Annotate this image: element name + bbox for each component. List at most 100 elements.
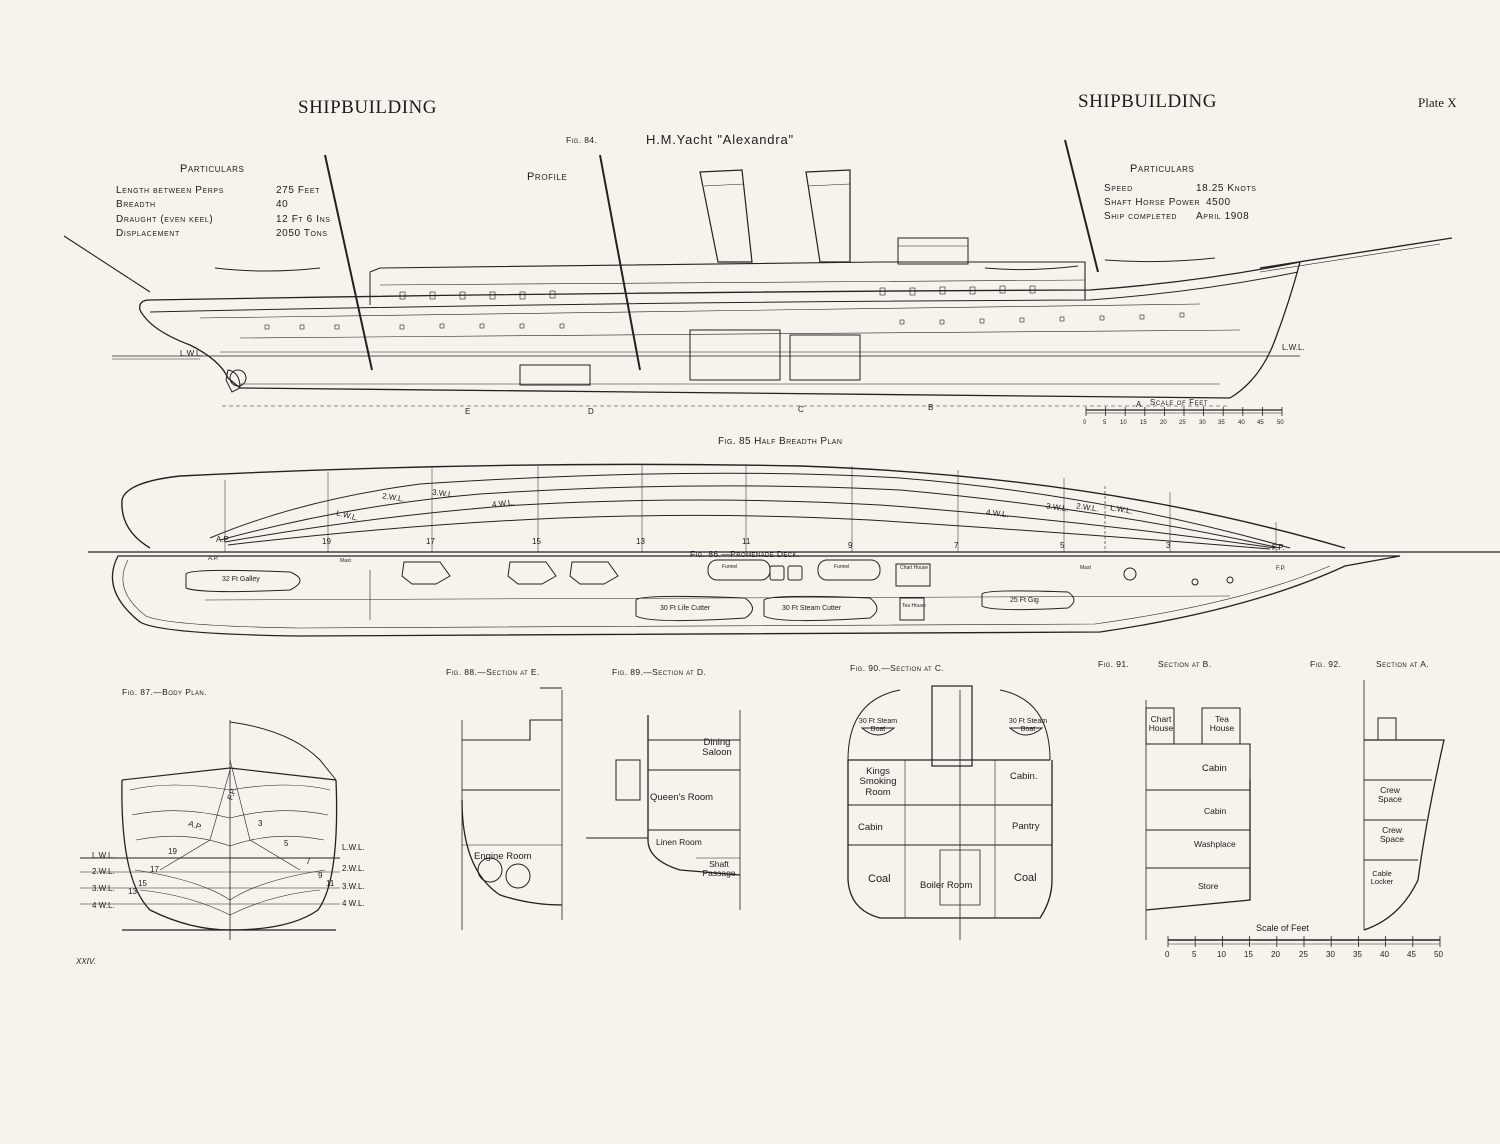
- room-label: Chart House: [1148, 714, 1174, 734]
- profile-scale-tick: 10: [1120, 420, 1127, 426]
- body-mark: 5: [284, 839, 289, 848]
- funnel-aft-label: Funnel: [722, 564, 738, 570]
- profile-scale-tick: 50: [1277, 420, 1284, 426]
- galley-label: 32 Ft Galley: [222, 576, 260, 583]
- wl-left: 2.W.L.: [92, 867, 115, 876]
- room-label: Cable Locker: [1370, 869, 1394, 887]
- funnel-fwd-label: Funnel: [834, 564, 850, 570]
- particulars-right-heading: Particulars: [1130, 163, 1195, 175]
- room-label: Cabin: [858, 822, 883, 833]
- promenade-deck-drawing: [111, 555, 1401, 637]
- life-cutter-label: 30 Ft Life Cutter: [660, 605, 711, 612]
- station-number: F.P.: [1272, 543, 1285, 552]
- bottom-scale-tick: 30: [1326, 950, 1335, 959]
- room-label: Store: [1198, 881, 1219, 891]
- wl-right: L.W.L.: [342, 843, 365, 852]
- room-label: Dining Saloon: [702, 737, 732, 759]
- bottom-scale-bar: [1167, 936, 1441, 947]
- deck-ap-label: A.P.: [208, 556, 219, 562]
- room-label: 30 Ft Steam Boat: [1008, 718, 1048, 733]
- bottom-scale-tick: 50: [1434, 950, 1443, 959]
- chart-house-label: Chart House: [900, 565, 929, 571]
- profile-scale-tick: 30: [1199, 420, 1206, 426]
- fig84-title: H.M.Yacht "Alexandra": [646, 132, 794, 147]
- body-mark: 9: [318, 871, 323, 880]
- plate-number: Plate X: [1418, 95, 1457, 110]
- fig91-section: Section at B.: [1158, 659, 1212, 669]
- section-e-drawing: [461, 687, 563, 930]
- bottom-scale-tick: 25: [1299, 950, 1308, 959]
- section-c-drawing: [847, 685, 1053, 940]
- fig90-title: Fig. 90.—Section at C.: [850, 663, 945, 673]
- station-number: 5: [1060, 541, 1065, 550]
- bottom-scale-tick: 0: [1165, 950, 1170, 959]
- header-right: SHIPBUILDING: [1078, 91, 1217, 112]
- profile-scale-tick: 5: [1103, 420, 1107, 426]
- particulars-left-label: Length between Perps: [116, 185, 224, 196]
- particulars-right-value: 18.25 Knots: [1196, 183, 1257, 194]
- room-label: Kings Smoking Room: [859, 766, 897, 798]
- bottom-scale-tick: 5: [1192, 950, 1197, 959]
- profile-scale-tick: 15: [1140, 420, 1147, 426]
- room-label: Coal: [1014, 872, 1037, 884]
- particulars-left-value: 275 Feet: [276, 185, 320, 196]
- room-label: Queen's Room: [650, 792, 714, 803]
- particulars-right-label: Speed: [1104, 183, 1133, 194]
- room-label: Cabin.: [1010, 771, 1038, 782]
- station-a: A: [1136, 400, 1142, 409]
- room-label: Crew Space: [1377, 785, 1403, 805]
- profile-scale-tick: 25: [1179, 420, 1186, 426]
- particulars-left-label: Breadth: [116, 199, 156, 210]
- particulars-right-value: April 1908: [1196, 211, 1250, 222]
- station-number: 7: [954, 541, 959, 550]
- fig85-title: Fig. 85 Half Breadth Plan: [718, 436, 843, 447]
- fig88-title: Fig. 88.—Section at E.: [446, 667, 540, 677]
- station-number: 9: [848, 541, 853, 550]
- wl-left: 3.W.L.: [92, 884, 115, 893]
- bottom-scale-tick: 35: [1353, 950, 1362, 959]
- body-mark: 11: [326, 879, 335, 888]
- fig84-label: Fig. 84.: [566, 135, 598, 145]
- room-label: Linen Room: [656, 837, 702, 847]
- profile-scale-tick: 35: [1218, 420, 1225, 426]
- station-number: 13: [636, 537, 645, 546]
- profile-scale-title: Scale of Feet: [1150, 398, 1209, 407]
- room-label: Shaft Passage: [702, 859, 736, 879]
- particulars-left-value: 40: [276, 199, 289, 210]
- half-breadth-drawing: [88, 463, 1500, 553]
- particulars-right-label: Shaft Horse Power: [1104, 197, 1201, 208]
- station-number: 3: [1166, 541, 1171, 550]
- room-label: Boiler Room: [920, 880, 973, 891]
- fig92-section: Section at A.: [1376, 659, 1430, 669]
- deck-fp-label: F.P.: [1276, 566, 1286, 572]
- bottom-scale-tick: 20: [1271, 950, 1280, 959]
- room-label: Tea House: [1209, 714, 1235, 734]
- body-mark: 7: [306, 857, 311, 866]
- room-label: Pantry: [1012, 821, 1040, 832]
- tea-house-label: Tea House: [902, 603, 926, 609]
- lwl-fwd: L.W.L.: [1282, 343, 1305, 352]
- room-label: Crew Space: [1379, 825, 1405, 845]
- mast-fwd-label: Mast: [1080, 565, 1091, 571]
- wl-right: 2.W.L.: [342, 864, 365, 873]
- profile-scale-tick: 45: [1257, 420, 1264, 426]
- room-label: 30 Ft Steam Boat: [858, 718, 898, 733]
- particulars-right-label: Ship completed: [1104, 211, 1178, 222]
- station-e: E: [465, 407, 471, 416]
- particulars-left-value: 12 Ft 6 Ins: [276, 214, 331, 225]
- station-c: C: [798, 405, 804, 414]
- mast-aft-label: Mast: [340, 558, 351, 564]
- body-mark: 19: [168, 847, 177, 856]
- bottom-scale-title: Scale of Feet: [1256, 923, 1310, 933]
- station-number: 11: [742, 537, 751, 546]
- room-label: Coal: [868, 873, 891, 885]
- steam-cutter-label: 30 Ft Steam Cutter: [782, 605, 842, 612]
- body-plan-drawing: [80, 720, 340, 940]
- wl-left: 4 W.L.: [92, 901, 115, 910]
- bottom-scale-tick: 45: [1407, 950, 1416, 959]
- section-a-drawing: [1363, 680, 1445, 931]
- bottom-scale-tick: 10: [1217, 950, 1226, 959]
- wl-right: 4 W.L.: [342, 899, 365, 908]
